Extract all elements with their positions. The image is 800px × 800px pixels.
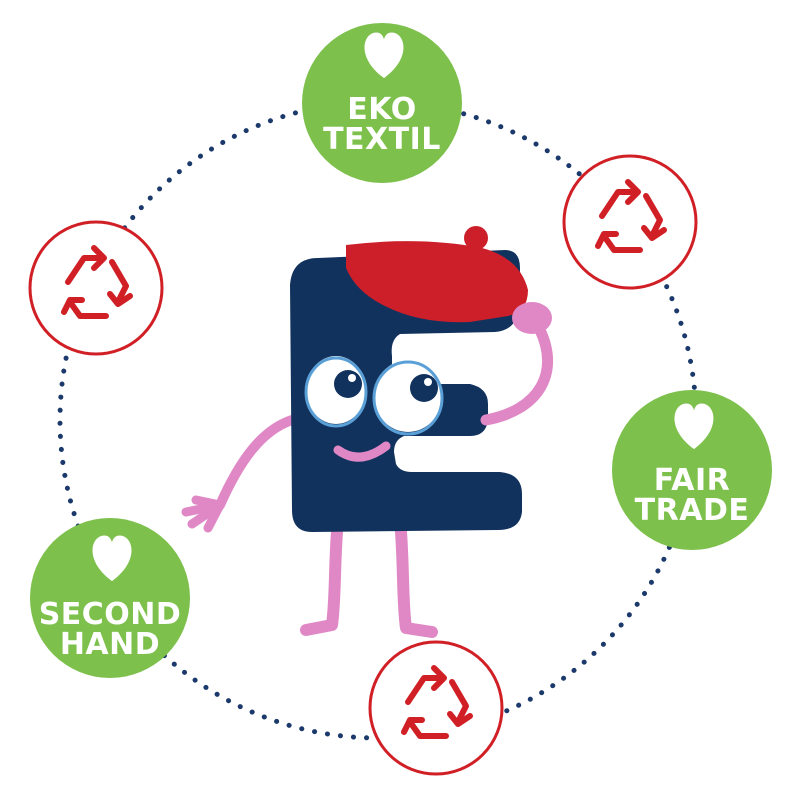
badge-fair-trade: FAIR TRADE — [612, 390, 772, 550]
badge-circle — [302, 23, 462, 183]
mascot-left-leg — [300, 514, 344, 636]
mascot-left-arm — [215, 415, 297, 510]
mascot-right-leg — [394, 514, 438, 638]
mascot-smile — [333, 441, 391, 462]
recycle-badge-top-right — [562, 154, 698, 290]
mascot-right-hand — [512, 302, 552, 334]
recycle-badge-left — [28, 220, 164, 356]
badge-line: FAIR — [654, 463, 731, 498]
mascot-left-hand — [181, 495, 225, 533]
mascot-beret-stem — [464, 226, 488, 250]
badge-eko-textil: EKO TEXTIL — [302, 23, 462, 183]
mascot-eyes — [304, 356, 444, 436]
badge-line: SECOND — [39, 597, 182, 632]
badge-line: TEXTIL — [323, 122, 441, 157]
badge-second-hand: SECOND HAND — [30, 518, 190, 678]
mascot-beret — [346, 241, 528, 323]
letter-e-mascot — [181, 226, 554, 638]
mascot-right-arm — [480, 324, 554, 426]
badge-circle — [612, 390, 772, 550]
badge-circle — [30, 518, 190, 678]
recycle-badge-bottom — [368, 640, 504, 776]
badge-line: EKO — [347, 92, 416, 127]
badge-line: TRADE — [635, 493, 750, 528]
badge-line: HAND — [60, 627, 160, 662]
